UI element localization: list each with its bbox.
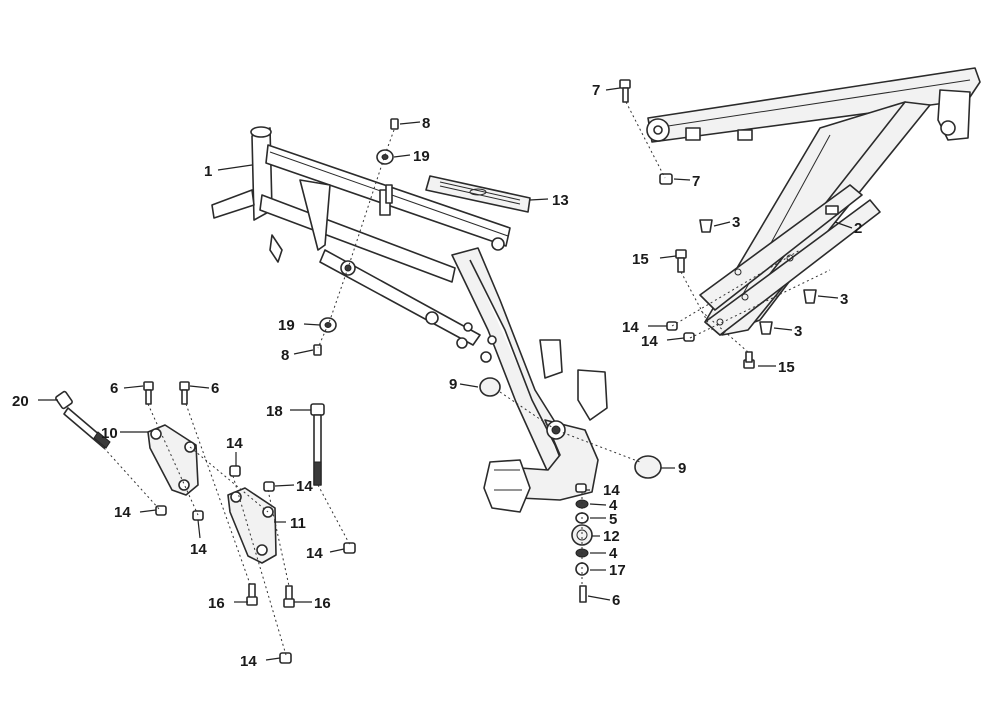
callout-14: 14 (603, 482, 620, 499)
callout-19: 19 (413, 148, 430, 165)
bolt-6-left (143, 381, 154, 405)
callout-8: 8 (422, 115, 430, 132)
grommet-c (759, 321, 773, 335)
bolt-mid (313, 344, 322, 356)
nut-left-a (229, 465, 241, 477)
callout-15: 15 (778, 359, 795, 376)
callout-6: 6 (612, 592, 620, 609)
callout-17: 17 (609, 562, 626, 579)
callout-6: 6 (211, 380, 219, 397)
plug-a (479, 377, 501, 397)
callout-14: 14 (641, 333, 658, 350)
callout-9: 9 (449, 376, 457, 393)
callout-2: 2 (854, 220, 862, 237)
callout-14: 14 (190, 541, 207, 558)
bolt-top (390, 118, 399, 130)
callout-3: 3 (840, 291, 848, 308)
rear-subframe (646, 67, 981, 336)
bolt-subframe-bottom (659, 173, 673, 185)
grommet-a (699, 219, 713, 233)
callout-19: 19 (278, 317, 295, 334)
callout-14: 14 (296, 478, 313, 495)
bolt-15-bottom (743, 351, 755, 369)
nut-left-d (192, 510, 204, 521)
bolt-16-a (246, 583, 258, 606)
nut-left-c (155, 505, 167, 516)
callout-16: 16 (208, 595, 225, 612)
callout-4: 4 (609, 497, 618, 514)
callout-1: 1 (204, 163, 212, 180)
callout-13: 13 (552, 192, 569, 209)
leader-lines (38, 87, 853, 661)
bracket-11 (227, 487, 277, 564)
long-bolt-20 (55, 390, 111, 449)
bolt-6-right (179, 381, 190, 405)
callout-9: 9 (678, 460, 686, 477)
callout-11: 11 (290, 515, 306, 532)
callout-14: 14 (306, 545, 323, 562)
assembly-lines (103, 101, 831, 656)
nut-subframe-b (683, 332, 695, 342)
callout-7: 7 (592, 82, 600, 99)
main-frame (211, 126, 608, 513)
bolt-6-bottom (579, 585, 587, 603)
bolt-15-top (675, 249, 687, 273)
callout-3: 3 (732, 214, 740, 231)
callout-3: 3 (794, 323, 802, 340)
callout-7: 7 (692, 173, 700, 190)
callout-14: 14 (240, 653, 257, 670)
callout-5: 5 (609, 511, 617, 528)
callout-labels: 1 2 3 3 3 4 4 5 6 6 6 7 7 8 8 9 9 10 11 … (12, 82, 862, 670)
rubber-strip (425, 175, 531, 213)
callout-12: 12 (603, 528, 620, 545)
bolt-16-b (283, 585, 295, 608)
callout-18: 18 (266, 403, 283, 420)
callout-15: 15 (632, 251, 649, 268)
plug-b (634, 455, 662, 479)
grommet-b (803, 289, 817, 304)
nut-left-b (263, 481, 275, 492)
callout-14: 14 (114, 504, 131, 521)
callout-4: 4 (609, 545, 618, 562)
callout-14: 14 (226, 435, 243, 452)
callout-6: 6 (110, 380, 118, 397)
stack-nut-14 (575, 483, 587, 493)
bolt-subframe-top (619, 79, 631, 103)
callout-14: 14 (622, 319, 639, 336)
callout-10: 10 (101, 425, 118, 442)
washer-top (376, 149, 394, 165)
callout-8: 8 (281, 347, 289, 364)
long-bolt-18 (310, 403, 325, 486)
callout-16: 16 (314, 595, 331, 612)
nut-left-e (343, 542, 356, 554)
stack-bushing-12 (571, 524, 593, 546)
callout-20: 20 (12, 393, 29, 410)
